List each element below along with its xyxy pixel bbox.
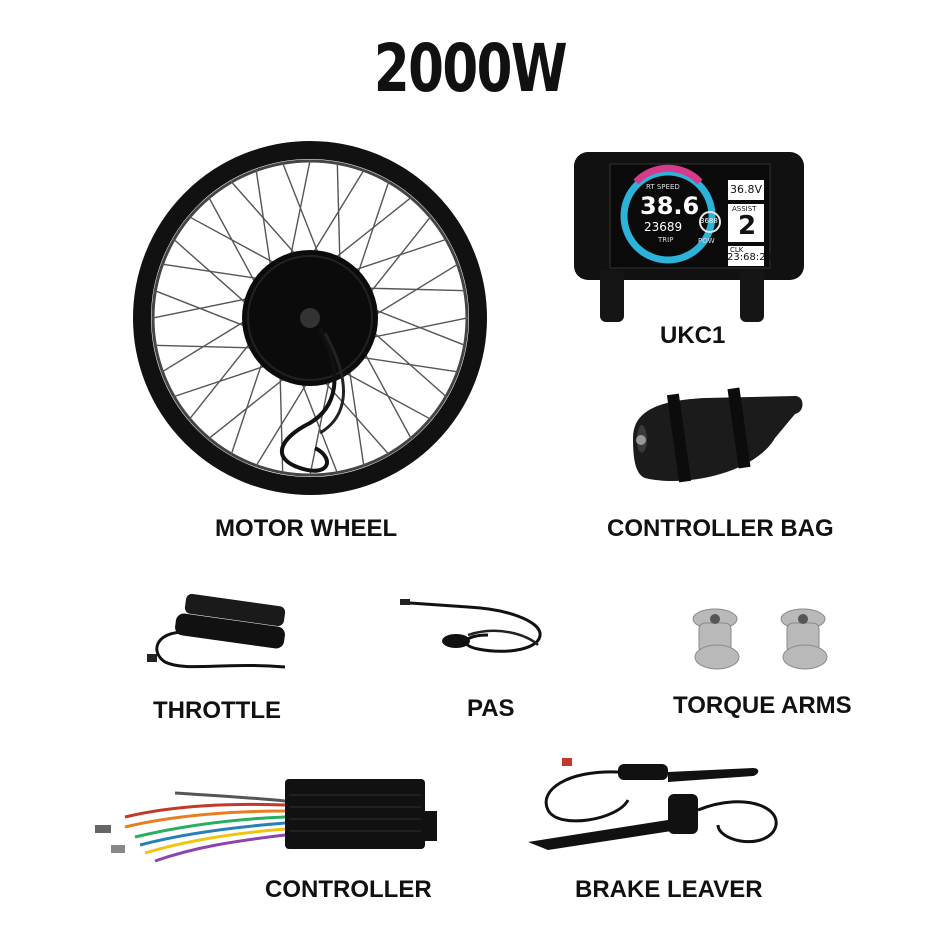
clock-readout: 23:68:29 [727,252,772,263]
wheel-spoke [172,238,252,309]
voltage-readout: 36.8V [730,183,763,196]
pas-label: PAS [467,695,515,722]
wheel-spoke [207,373,290,440]
wheel-spoke [255,169,273,273]
wheel-spoke [348,238,448,273]
torque-arms-image [685,605,845,675]
wheel-spoke [366,317,469,340]
wheel-spoke [369,263,459,319]
wheel-spoke [309,374,332,477]
wheel-spoke [355,180,390,280]
wheel-spoke [207,196,259,289]
wheel-spoke [355,355,459,373]
wheel-spoke [330,196,413,263]
ukc1-label: UKC1 [660,322,726,349]
wheel-spoke [288,159,311,262]
wheel-spoke [347,363,365,467]
controller-image [85,775,445,870]
assist-level-readout: 2 [738,211,757,241]
wheel-spoke [309,169,365,259]
wheel-spoke [361,287,466,292]
trip-caption: TRIP [658,236,674,244]
speed-caption-text: RT SPEED [646,183,680,191]
wheel-spoke [188,338,255,421]
wheel-spoke [365,215,432,298]
wheel-spoke [255,377,311,467]
brake-leaver-label: BRAKE LEAVER [575,876,763,903]
wheel-spoke [154,289,252,330]
wheel-spoke [319,376,390,456]
controller-label: CONTROLLER [265,876,432,903]
torque-arms-label: TORQUE ARMS [673,692,852,719]
wheel-spoke [298,376,339,474]
wheel-spoke [161,263,265,281]
wheel-spoke [368,306,466,347]
rpm-readout: 3688 [700,217,718,225]
wheel-spoke [336,162,341,267]
throttle-label: THROTTLE [153,697,281,724]
speed-readout: 38.6 [640,192,700,220]
assist-caption: ASSIST [732,205,757,213]
wheel-spoke [230,356,265,456]
controller-bag-image [625,378,805,488]
wheel-spoke [339,369,432,421]
wheel-spoke [172,363,272,398]
pow-caption: POW [698,237,715,245]
wheel-spoke [368,327,448,398]
page-title: 2000W [373,30,568,107]
wheel-spoke [161,317,251,373]
wheel-spoke [281,162,322,260]
clock-caption: CLK [730,246,744,254]
odometer-readout: 23689 [644,220,683,234]
motor-wheel-image [130,138,490,498]
wheel-spoke [230,180,301,260]
wheel-spoke [361,347,413,440]
wheel-spoke [154,344,259,349]
wheel-spoke [188,215,281,267]
motor-wheel-label: MOTOR WHEEL [215,515,398,542]
controller-bag-label: CONTROLLER BAG [607,515,834,542]
throttle-image [145,592,295,682]
wheel-spoke [151,296,254,319]
ukc1-display-image [572,150,808,330]
brake-lever-image [528,750,788,860]
pas-sensor-image [398,595,548,665]
